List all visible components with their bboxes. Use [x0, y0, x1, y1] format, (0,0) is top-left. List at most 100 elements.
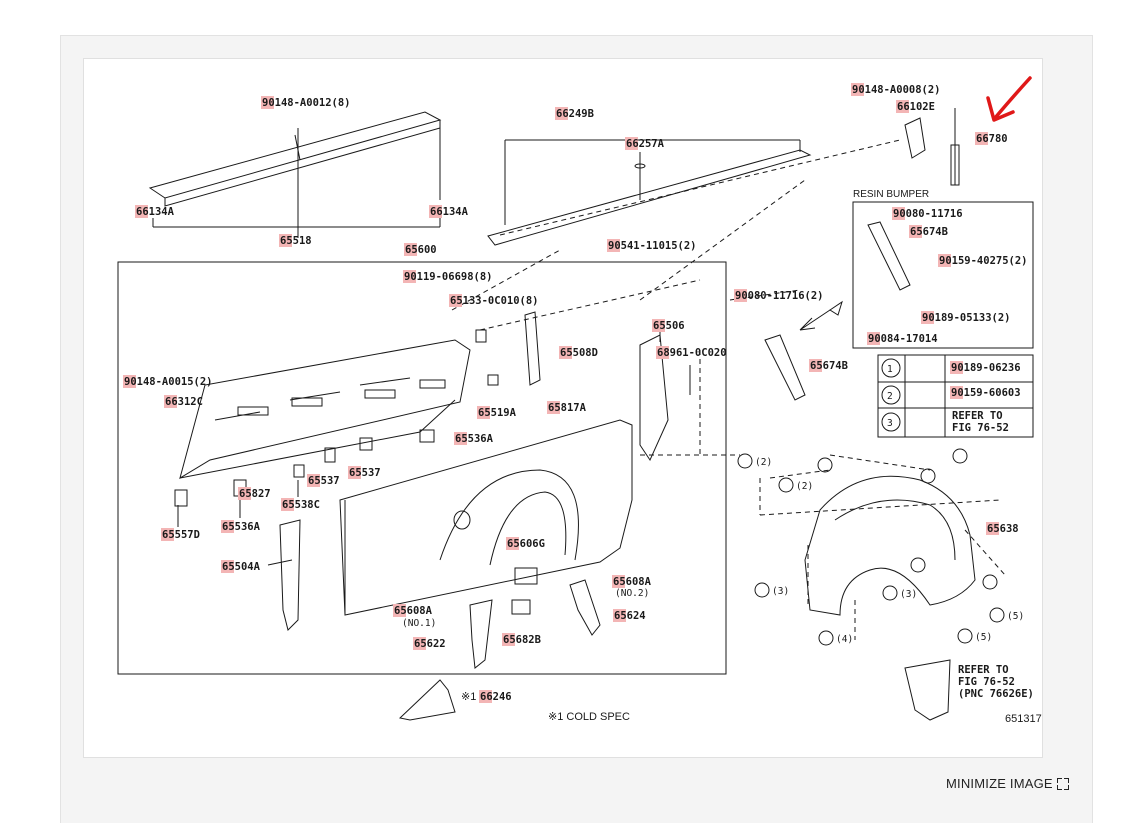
part-label-p30[interactable]: 90159-60603 — [951, 387, 1021, 399]
legend-symbol-2 — [881, 385, 901, 405]
part-label-highlight — [238, 487, 251, 500]
part-label-highlight — [867, 332, 880, 345]
resin-bumper-note: RESIN BUMPER — [853, 189, 929, 200]
part-label-highlight — [612, 575, 625, 588]
part-label-highlight — [950, 361, 963, 374]
part-label-p29[interactable]: 90189-06236 — [951, 362, 1021, 374]
side-panel-65817A — [339, 419, 633, 616]
part-label-p38[interactable]: 65606G — [507, 538, 545, 550]
part-label-p19[interactable]: 90084-17014 — [868, 333, 938, 345]
refer-pnc-note: FIG 76-52 — [958, 676, 1015, 688]
part-label-p42[interactable]: 65682B — [503, 634, 541, 646]
legend-3-text: 3 — [887, 418, 893, 429]
part-label-p45[interactable]: 66246 — [480, 691, 512, 703]
part-label-highlight — [393, 604, 406, 617]
part-label-p18[interactable]: 90189-05133(2) — [922, 312, 1011, 324]
part-label-p26[interactable]: 65519A — [478, 407, 517, 419]
figure-number: 651317 — [1005, 713, 1042, 725]
part-label-p39[interactable]: 65608A — [394, 605, 433, 617]
part-label-p2[interactable]: 66134A — [136, 206, 175, 218]
part-label-highlight — [404, 243, 417, 256]
part-label-p34[interactable]: 65538C — [282, 499, 320, 511]
part-label-highlight — [348, 466, 361, 479]
callout-text: (2) — [755, 457, 772, 468]
part-label-highlight — [938, 254, 951, 267]
collapse-icon — [1056, 777, 1069, 790]
legend-symbol-3 — [881, 412, 901, 432]
part-label-p44[interactable]: 65638 — [987, 523, 1019, 535]
part-label-highlight — [307, 474, 320, 487]
part-label-p41[interactable]: 65624 — [614, 610, 646, 622]
part-label-p9[interactable]: 66780 — [976, 133, 1008, 145]
no2-note: (NO.2) — [615, 588, 649, 599]
part-label-highlight — [909, 225, 922, 238]
part-label-highlight — [429, 205, 442, 218]
part-65506 — [639, 334, 669, 462]
part-label-highlight — [454, 432, 467, 445]
refer-pnc-note: REFER TO — [958, 664, 1009, 676]
part-label-p11[interactable]: 90541-11015(2) — [608, 240, 697, 252]
no1-note: (NO.1) — [402, 618, 436, 629]
part-label-highlight — [506, 537, 519, 550]
callout-text: (4) — [836, 634, 853, 645]
part-label-p5[interactable]: 66249B — [556, 108, 594, 120]
part-label-p37[interactable]: 65504A — [222, 561, 261, 573]
part-label-p40[interactable]: 65608A — [613, 576, 652, 588]
part-label-highlight — [734, 289, 747, 302]
part-label-highlight — [652, 319, 665, 332]
part-label-p7[interactable]: 90148-A0008(2) — [852, 84, 941, 96]
part-label-highlight — [221, 560, 234, 573]
refer-fig-note: REFER TO — [952, 410, 1003, 422]
part-label-p36[interactable]: 65536A — [222, 521, 261, 533]
part-label-p3[interactable]: 66134A — [430, 206, 469, 218]
part-label-highlight — [892, 207, 905, 220]
callout-text: (3) — [900, 589, 917, 600]
part-label-p35[interactable]: 65557D — [162, 529, 200, 541]
part-label-p14[interactable]: 90080-11716 — [893, 208, 963, 220]
part-label-highlight — [261, 96, 274, 109]
part-label-p43[interactable]: 65622 — [414, 638, 446, 650]
part-label-highlight — [625, 137, 638, 150]
part-label-p21[interactable]: 65508D — [560, 347, 598, 359]
callout-text: (2) — [796, 481, 813, 492]
part-label-p13[interactable]: 65133-0C010(8) — [450, 295, 539, 307]
part-label-highlight — [607, 239, 620, 252]
part-label-p33[interactable]: 65827 — [239, 488, 271, 500]
part-label-highlight — [502, 633, 515, 646]
part-label-p22[interactable]: 68961-0C020 — [657, 347, 727, 359]
part-label-p17[interactable]: 90080-11716(2) — [735, 290, 824, 302]
part-label-p32[interactable]: 65537 — [308, 475, 340, 487]
part-label-highlight — [161, 528, 174, 541]
part-label-p12[interactable]: 90119-06698(8) — [404, 271, 493, 283]
rail-66249B — [487, 149, 812, 246]
part-label-p24[interactable]: 90148-A0015(2) — [124, 376, 213, 388]
part-label-p31[interactable]: 65537 — [349, 467, 381, 479]
part-label-p10[interactable]: 65600 — [405, 244, 437, 256]
part-label-p23[interactable]: 65674B — [810, 360, 848, 372]
part-label-highlight — [896, 100, 909, 113]
cold-spec-mark: ※1 — [461, 691, 476, 703]
part-label-p4[interactable]: 65518 — [280, 235, 312, 247]
part-label-p1[interactable]: 90148-A0012(8) — [262, 97, 351, 109]
minimize-image-button[interactable]: MINIMIZE IMAGE — [946, 776, 1069, 791]
part-label-highlight — [279, 234, 292, 247]
legend-1-text: 1 — [887, 364, 893, 375]
rail-65518 — [148, 111, 442, 199]
part-65624 — [569, 579, 601, 636]
part-label-p25[interactable]: 66312C — [165, 396, 203, 408]
part-label-p16[interactable]: 90159-40275(2) — [939, 255, 1028, 267]
part-label-highlight — [479, 690, 492, 703]
refer-fig-note: FIG 76-52 — [952, 422, 1009, 434]
part-label-highlight — [559, 346, 572, 359]
part-label-p27[interactable]: 65817A — [548, 402, 587, 414]
part-label-p6[interactable]: 66257A — [626, 138, 665, 150]
part-label-p8[interactable]: 66102E — [897, 101, 935, 113]
front-panel-65600 — [179, 339, 471, 480]
part-label-highlight — [449, 294, 462, 307]
mud-flap — [904, 659, 951, 721]
part-65508D — [524, 311, 541, 386]
part-label-p28[interactable]: 65536A — [455, 433, 494, 445]
part-label-p15[interactable]: 65674B — [910, 226, 948, 238]
part-label-p20[interactable]: 65506 — [653, 320, 685, 332]
